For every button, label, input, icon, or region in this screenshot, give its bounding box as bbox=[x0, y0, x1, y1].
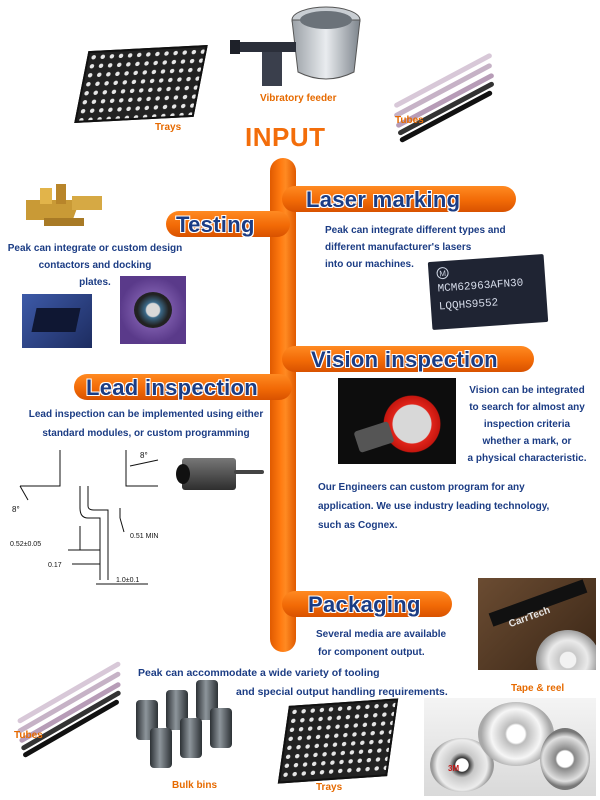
dim-min: 0.51 MIN bbox=[130, 533, 158, 540]
laser-description: Peak can integrate different types and d… bbox=[325, 222, 506, 273]
reel-3m-label: 3M bbox=[448, 764, 460, 773]
vision-text2-line2: application. We use industry leading tec… bbox=[318, 501, 550, 512]
dim-angle-top: 8° bbox=[140, 451, 148, 460]
chip-marking-line1: MCM62963AFN30 bbox=[437, 277, 524, 296]
vision-camera-image bbox=[338, 378, 456, 464]
laser-text-line2: different manufacturer's lasers bbox=[325, 242, 472, 253]
laser-text-line3: into our machines. bbox=[325, 259, 414, 270]
contactor-image bbox=[26, 184, 102, 226]
testing-text-line3: plates. bbox=[79, 277, 111, 288]
dim-pitch: 1.0±0.1 bbox=[116, 577, 139, 584]
vision-text-line1: Vision can be integrated bbox=[469, 385, 585, 396]
lead-heading: Lead inspection bbox=[86, 375, 258, 400]
bulk-bins-image bbox=[136, 680, 232, 768]
packaging-branch bbox=[282, 591, 452, 617]
laser-heading: Laser marking bbox=[306, 187, 461, 212]
trays-caption: Trays bbox=[155, 122, 182, 133]
lead-text-line2: standard modules, or custom programming bbox=[42, 428, 250, 439]
testing-description: Peak can integrate or custom design cont… bbox=[2, 240, 188, 291]
lead-text-line1: Lead inspection can be implemented using… bbox=[28, 409, 264, 420]
reels-image: 3M bbox=[424, 698, 596, 796]
output-text-line2: and special output handling requirements… bbox=[236, 686, 448, 698]
testing-heading: Testing bbox=[176, 212, 255, 237]
tubes-caption-top: Tubes bbox=[395, 115, 424, 126]
vision-branch bbox=[282, 346, 534, 372]
packaging-text-line1: Several media are available bbox=[316, 629, 447, 640]
dim-017: 0.17 bbox=[48, 562, 62, 569]
lead-dimension-drawing: 8° 8° 0.51 MIN 0.52±0.05 0.17 1.0±0.1 bbox=[10, 450, 158, 585]
vision-text2-line3: such as Cognex. bbox=[318, 520, 398, 531]
chip-marking-line2: LQQHS9552 bbox=[438, 297, 499, 314]
testing-text-line2: contactors and docking bbox=[38, 260, 152, 271]
flow-trunk bbox=[270, 158, 296, 652]
vision-heading: Vision inspection bbox=[311, 347, 498, 372]
vision-text-line4: whether a mark, or bbox=[482, 436, 572, 447]
vision-description: Vision can be integrated to search for a… bbox=[456, 382, 598, 467]
trays-caption-bottom: Trays bbox=[316, 782, 343, 793]
tubes-caption-bottom: Tubes bbox=[14, 730, 43, 741]
laser-text-line1: Peak can integrate different types and bbox=[325, 225, 506, 236]
packaging-description: Several media are available for componen… bbox=[316, 626, 446, 662]
laser-branch bbox=[282, 186, 516, 212]
packaging-text-line2: for component output. bbox=[318, 647, 425, 658]
testing-branch bbox=[166, 211, 290, 237]
tubes-image-bottom bbox=[10, 650, 122, 759]
testing-text-line1: Peak can integrate or custom design bbox=[7, 243, 183, 254]
output-text-line1: Peak can accommodate a wide variety of t… bbox=[138, 667, 380, 679]
vibratory-feeder-caption: Vibratory feeder bbox=[260, 93, 337, 104]
docking-plate-image bbox=[22, 294, 92, 348]
vision-text-line2: to search for almost any bbox=[469, 402, 585, 413]
tape-reel-image: CarrTech bbox=[478, 578, 596, 670]
output-description: Peak can accommodate a wide variety of t… bbox=[138, 664, 448, 702]
tubes-image-top bbox=[388, 40, 495, 144]
lead-branch bbox=[74, 374, 292, 400]
vision-description-2: Our Engineers can custom program for any… bbox=[318, 478, 549, 535]
lead-camera-image bbox=[176, 448, 268, 498]
vibratory-feeder-image bbox=[230, 6, 361, 86]
dim-angle-left: 8° bbox=[12, 505, 20, 514]
trays-image bbox=[74, 44, 208, 124]
trays-image-bottom bbox=[277, 698, 399, 784]
tape-reel-caption: Tape & reel bbox=[511, 683, 565, 694]
vision-text-line5: a physical characteristic. bbox=[467, 453, 587, 464]
input-title: INPUT bbox=[245, 122, 326, 152]
packaging-heading: Packaging bbox=[308, 592, 421, 617]
bulk-bins-caption: Bulk bins bbox=[172, 780, 218, 791]
lead-description: Lead inspection can be implemented using… bbox=[2, 405, 290, 443]
dim-width: 0.52±0.05 bbox=[10, 541, 41, 548]
marked-chip-image: M MCM62963AFN30 LQQHS9552 bbox=[427, 254, 549, 330]
vision-text2-line1: Our Engineers can custom program for any bbox=[318, 482, 525, 493]
test-socket-image bbox=[120, 276, 186, 344]
motorola-logo-icon: M bbox=[436, 266, 449, 280]
vision-text-line3: inspection criteria bbox=[483, 419, 571, 430]
